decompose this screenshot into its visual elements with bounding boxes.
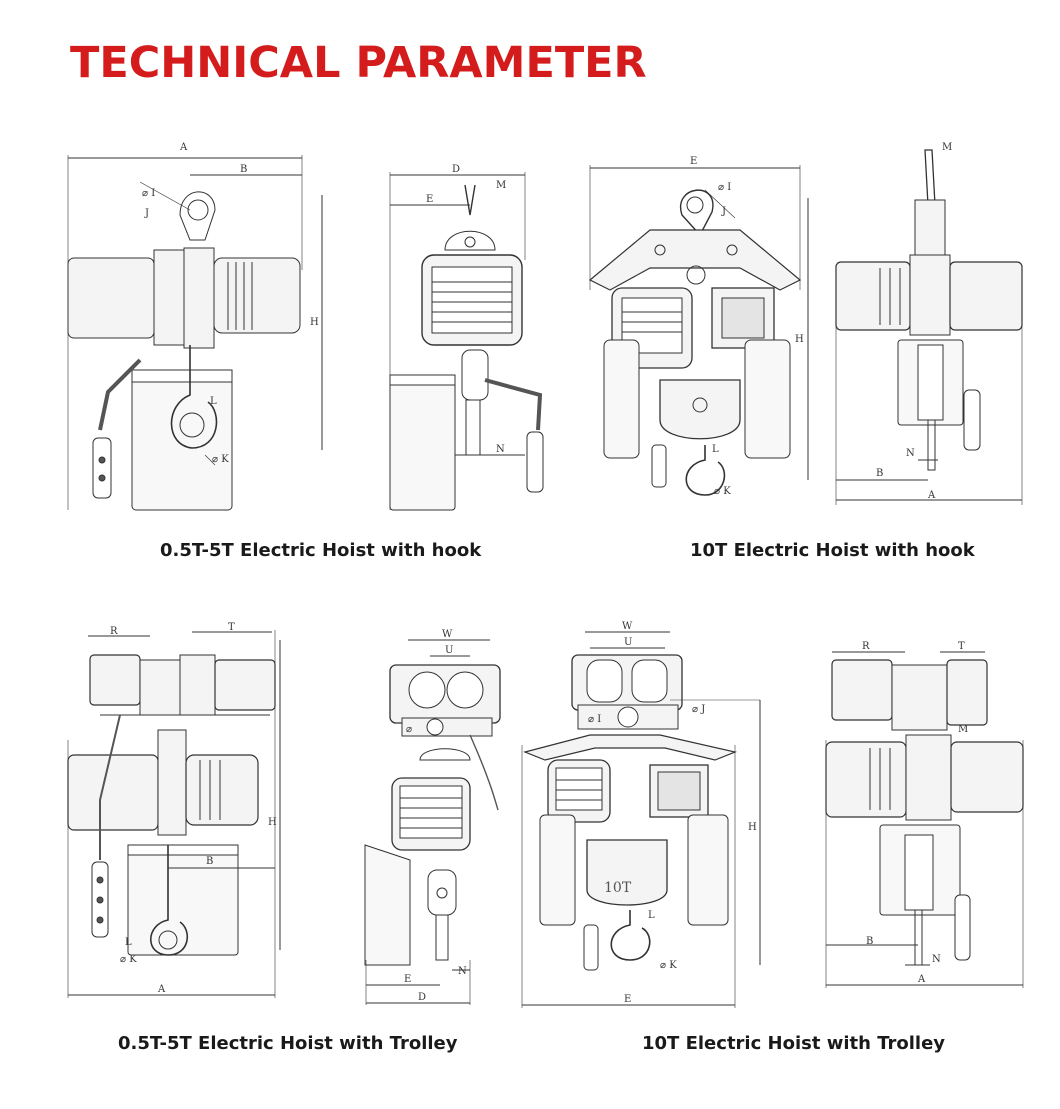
svg-text:T: T [958, 641, 965, 652]
svg-text:J: J [144, 208, 149, 219]
caption-trolley-10t: 10T Electric Hoist with Trolley [642, 1033, 946, 1054]
svg-text:L: L [125, 937, 132, 948]
svg-text:M: M [496, 180, 506, 191]
svg-text:H: H [748, 822, 757, 833]
svg-text:⌀ K: ⌀ K [212, 454, 229, 465]
diagram-trolley-small-side-labels: R T H B L ⌀ K A [110, 622, 277, 995]
svg-text:W: W [442, 629, 453, 640]
diagram-trolley-small-front-labels: W U ⌀ E N D [404, 629, 467, 1003]
svg-text:⌀ J: ⌀ J [692, 704, 705, 715]
svg-text:W: W [622, 621, 633, 632]
svg-text:10T: 10T [604, 880, 632, 896]
svg-text:N: N [458, 966, 467, 977]
svg-text:B: B [866, 936, 873, 947]
diagram-trolley-10t-side [825, 651, 1024, 988]
svg-text:A: A [179, 142, 188, 153]
svg-text:U: U [445, 645, 453, 656]
svg-text:⌀ K: ⌀ K [120, 954, 137, 965]
svg-text:B: B [206, 856, 213, 867]
svg-text:⌀ I: ⌀ I [718, 182, 731, 193]
svg-text:A: A [157, 984, 166, 995]
svg-text:E: E [624, 994, 631, 1005]
diagram-trolley-small-side [67, 630, 281, 998]
caption-hook-small: 0.5T-5T Electric Hoist with hook [160, 540, 482, 561]
svg-text:H: H [268, 817, 277, 828]
svg-text:⌀ K: ⌀ K [660, 960, 677, 971]
caption-trolley-small: 0.5T-5T Electric Hoist with Trolley [118, 1033, 458, 1054]
svg-text:⌀ I: ⌀ I [142, 188, 155, 199]
diagram-hook-10t-front-labels: E ⌀ I J H L ⌀ K [690, 156, 804, 497]
svg-text:L: L [712, 444, 719, 455]
svg-text:J: J [721, 206, 726, 217]
svg-text:B: B [240, 164, 247, 175]
svg-text:M: M [958, 724, 968, 735]
svg-text:M: M [942, 142, 952, 153]
svg-text:N: N [932, 954, 941, 965]
caption-hook-10t: 10T Electric Hoist with hook [690, 540, 975, 561]
diagram-hook-small-side-labels: A B ⌀ I J H L ⌀ K [142, 142, 319, 465]
diagram-hook-10t-side [835, 149, 1023, 505]
diagram-hook-small-side [67, 155, 323, 511]
svg-text:H: H [795, 334, 804, 345]
page-title: TECHNICAL PARAMETER [70, 38, 647, 88]
svg-text:R: R [110, 626, 118, 637]
diagram-hook-10t-side-labels: M B N A [876, 142, 952, 501]
svg-text:⌀: ⌀ [406, 724, 412, 735]
diagram-trolley-10t-side-labels: R T M B N A [862, 641, 968, 985]
svg-text:N: N [906, 448, 915, 459]
diagram-hook-small-front [389, 172, 544, 511]
svg-text:H: H [310, 317, 319, 328]
svg-text:⌀ K: ⌀ K [714, 486, 731, 497]
diagram-hook-small-front-labels: D E M N [426, 164, 506, 455]
svg-text:D: D [418, 992, 426, 1003]
diagram-trolley-10t-front-labels: W U ⌀ I ⌀ J H 10T L ⌀ K E [588, 621, 757, 1005]
svg-text:A: A [927, 490, 936, 501]
svg-text:E: E [426, 194, 433, 205]
svg-text:N: N [496, 444, 505, 455]
diagram-trolley-small-front [364, 639, 501, 1005]
svg-text:A: A [917, 974, 926, 985]
svg-text:B: B [876, 468, 883, 479]
svg-text:L: L [210, 396, 217, 407]
svg-text:D: D [452, 164, 460, 175]
svg-text:U: U [624, 637, 632, 648]
diagram-hook-10t-front [588, 165, 809, 496]
svg-text:L: L [648, 910, 655, 921]
diagram-trolley-10t-front [521, 631, 761, 1008]
svg-text:E: E [404, 974, 411, 985]
svg-text:R: R [862, 641, 870, 652]
svg-text:E: E [690, 156, 697, 167]
svg-text:T: T [228, 622, 235, 633]
svg-text:⌀ I: ⌀ I [588, 714, 601, 725]
